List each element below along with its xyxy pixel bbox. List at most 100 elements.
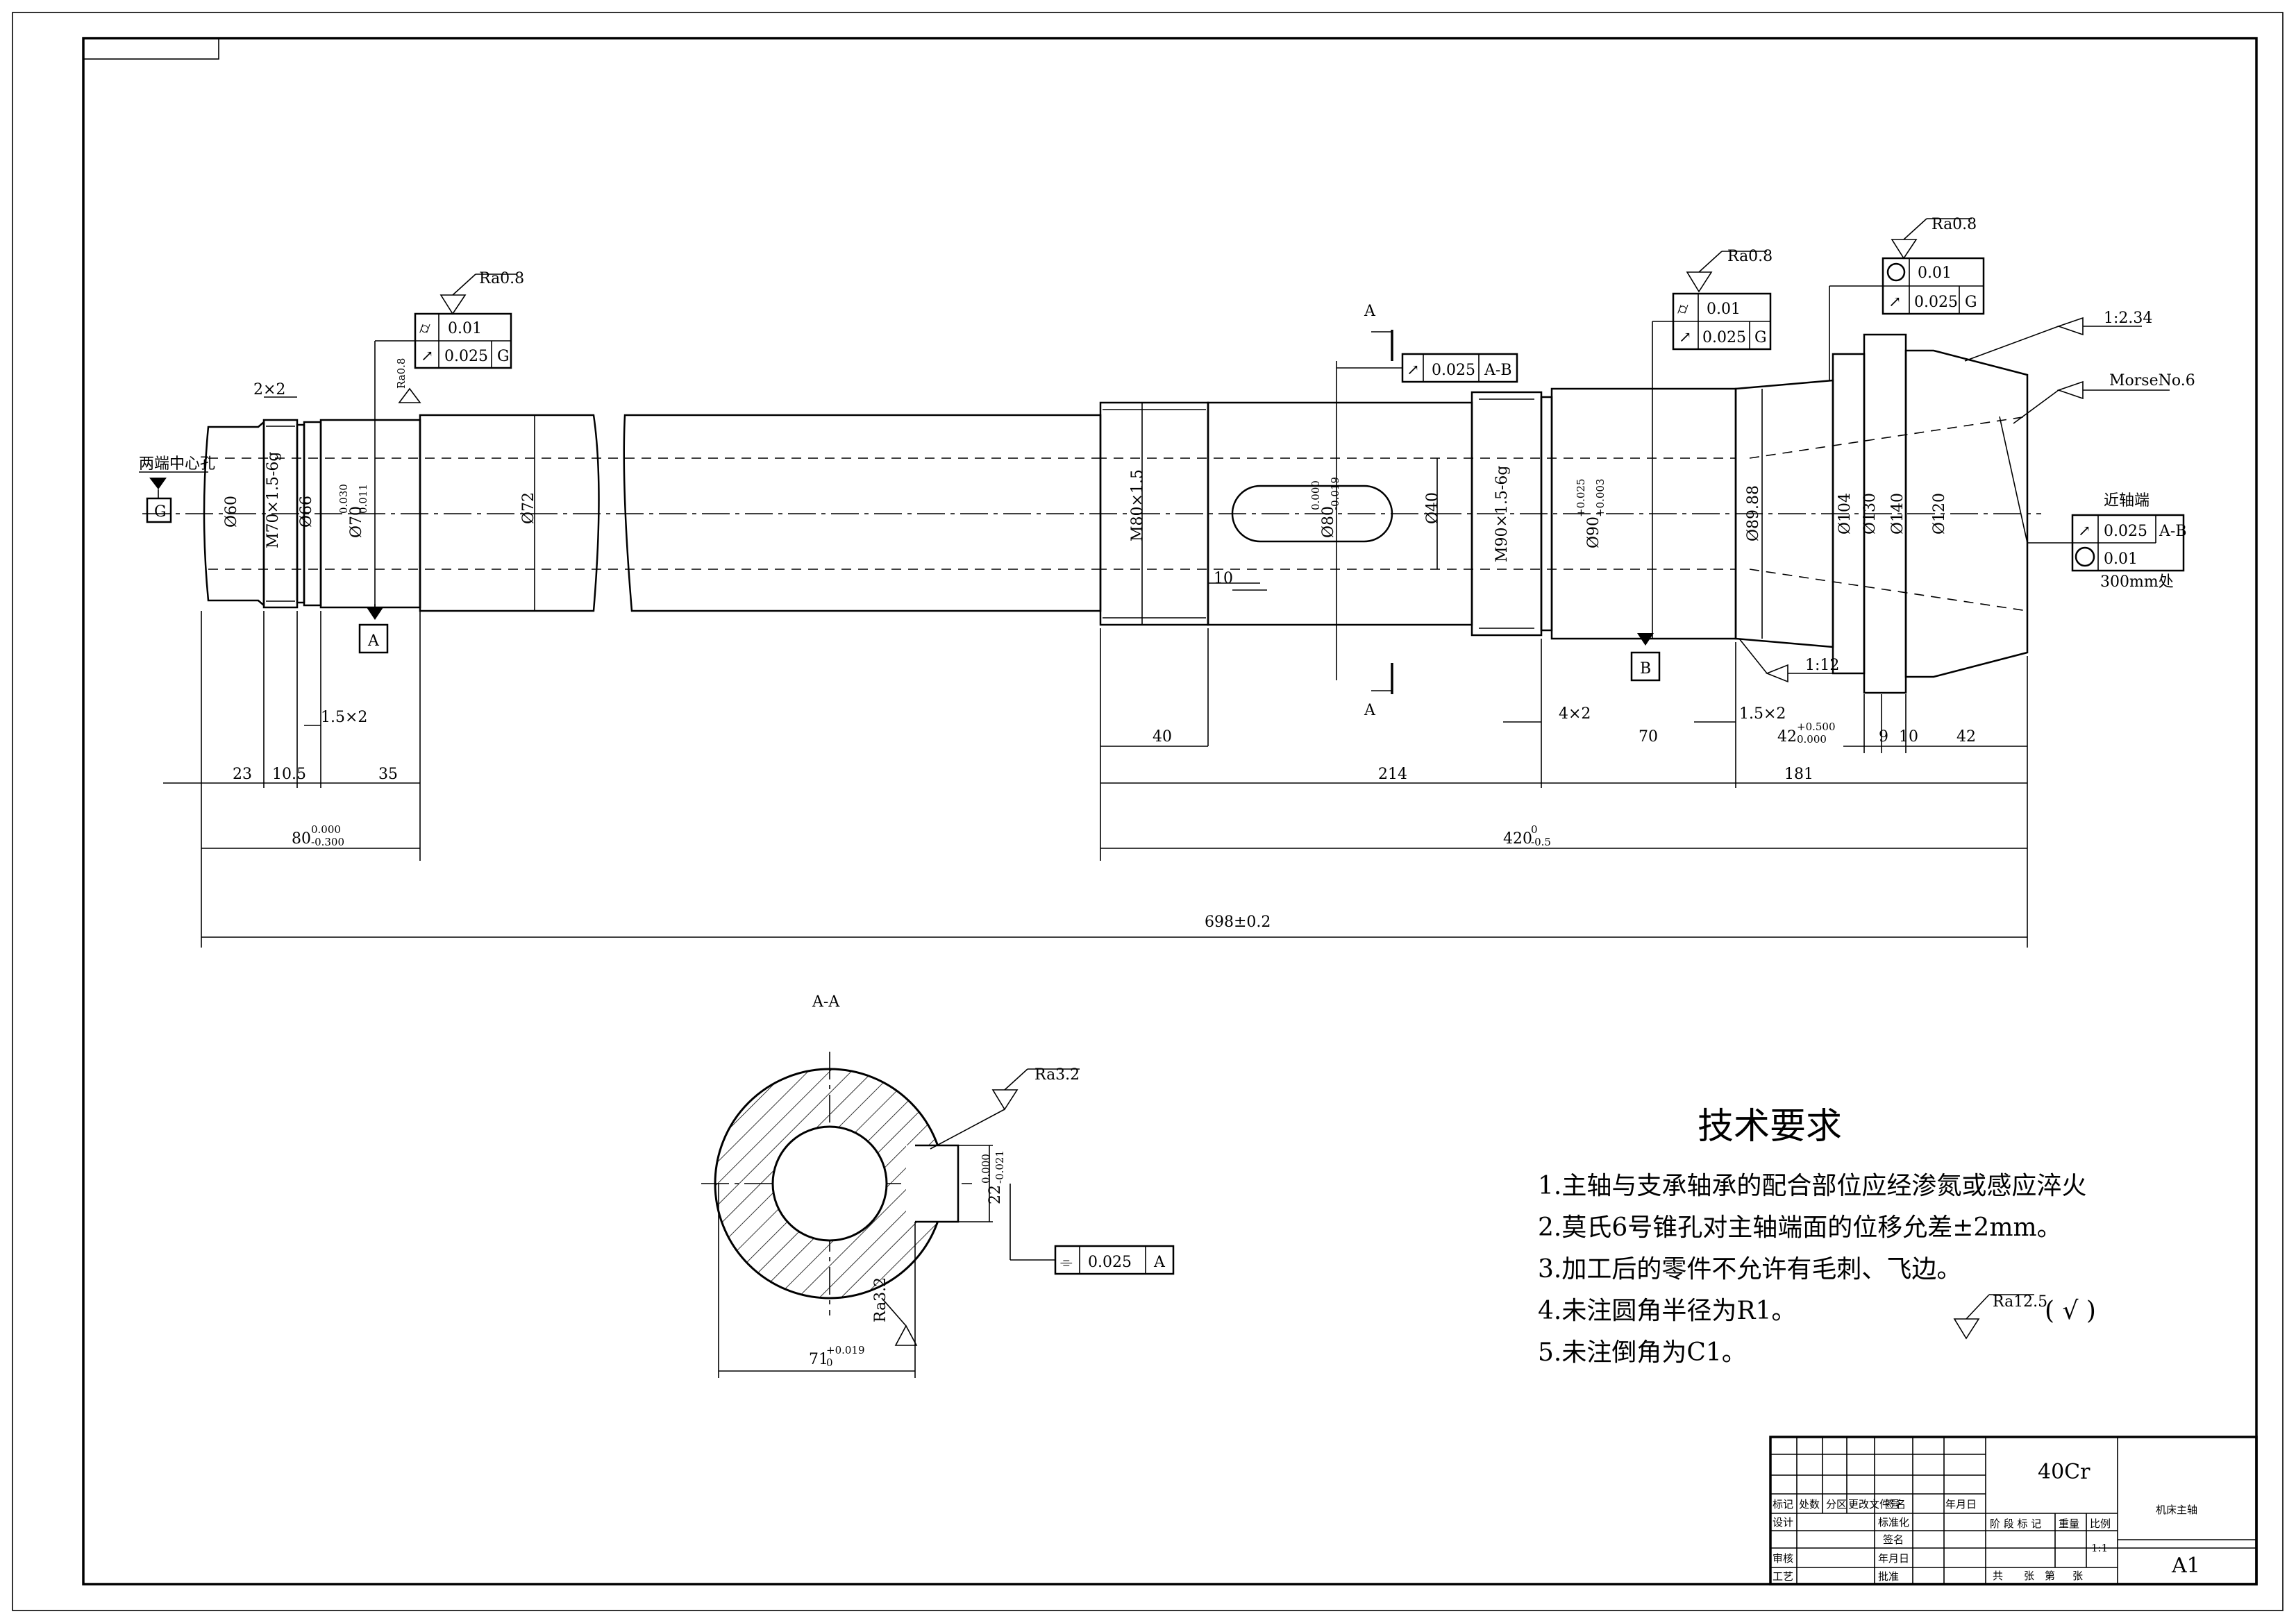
fcf-right-ra: Ra0.8 [1727, 248, 1773, 265]
roughness-leader [881, 1297, 907, 1327]
dim-35: 35 [378, 766, 398, 783]
datum-triangle [149, 478, 167, 489]
keyway-slot [1231, 485, 1393, 543]
label-d70-tol-lo: 0.011 [357, 484, 369, 514]
technical-requirements: 技术要求 1.主轴与支承轴承的配合部位应经渗氮或感应淬火 2.莫氏6号锥孔对主轴… [1538, 1106, 2096, 1367]
requirement-1: 1.主轴与支承轴承的配合部位应经渗氮或感应淬火 [1538, 1172, 2086, 1200]
requirement-2: 2.莫氏6号锥孔对主轴端面的位移允差±2mm。 [1538, 1213, 2062, 1242]
general-roughness: Ra12.5 [1993, 1293, 2047, 1311]
label-d80-tol-up: 0.000 [1309, 480, 1322, 510]
dim-70: 70 [1639, 728, 1658, 746]
fcf-right-datum: G [1754, 329, 1767, 346]
morse-label: MorseNo.6 [2109, 372, 2195, 389]
at-300-note: 300mm处 [2100, 573, 2174, 591]
diameter-labels: Ø60 M70×1.5-6g Ø66 Ø70 0.030 0.011 Ø72 M… [223, 452, 1948, 562]
requirement-5: 5.未注倒角为C1。 [1538, 1338, 1747, 1367]
label-d89: Ø89.88 [1745, 485, 1762, 541]
tb-material: 40Cr [2038, 1460, 2090, 1484]
keyway-dim: 22 [987, 1185, 1004, 1204]
morse-taper-bottom [1749, 569, 2028, 612]
fcf-top: Ra0.8 ↗ 0.01 0.025 G [1829, 216, 1985, 380]
section-ra-top: Ra3.2 [1034, 1066, 1080, 1084]
fcf-left: Ra0.8 ⌭ ↗ 0.01 0.025 G [374, 270, 524, 420]
title-block-frame [1769, 1436, 2258, 1586]
fcf-right: Ra0.8 ⌭ ↗ 0.01 0.025 G [1652, 248, 1773, 389]
tb-c-date: 年月日 [1878, 1552, 1909, 1565]
requirement-3: 3.加工后的零件不允许有毛刺、飞边。 [1538, 1255, 1961, 1284]
general-roughness-symbol [1953, 1318, 1980, 1340]
dim-23: 23 [233, 766, 252, 783]
dim-80-lo: -0.300 [311, 836, 344, 848]
tb-total: 共 [1993, 1570, 2003, 1582]
fcf-top-datum: G [1965, 294, 1977, 311]
label-d60: Ø60 [223, 496, 240, 528]
dim-42a-up: +0.500 [1797, 721, 1836, 733]
tb-sheet-size: A1 [2171, 1554, 2200, 1578]
fcf-end-val2: 0.01 [2104, 550, 2138, 568]
tb-r-approve: 批准 [1878, 1570, 1899, 1583]
morse-taper-top [1749, 416, 2028, 459]
label-m80: M80×1.5 [1129, 469, 1146, 541]
slot-10: 10 [1214, 570, 1233, 587]
fcf-left-datum: G [497, 348, 510, 365]
section-label: A-A [812, 993, 840, 1011]
tb-r-review: 审核 [1773, 1552, 1793, 1565]
datum-A-label: A [367, 632, 380, 650]
roughness-symbol [439, 294, 467, 315]
roughness-symbol [398, 387, 421, 403]
chamfer-1-5x2-left: 1.5×2 [321, 709, 367, 726]
fcf-left-val2: 0.025 [444, 348, 488, 365]
dim-42: 42 [1956, 728, 1976, 746]
dim-10: 10 [1899, 728, 1918, 746]
dim-42a-lo: 0.000 [1797, 733, 1827, 746]
dimension-texts: 40 9 10 42 70 42 +0.500 0.000 23 10.5 35… [233, 721, 1976, 931]
section-bore [771, 1125, 888, 1242]
datum-A: A [358, 604, 389, 654]
tb-h-zone: 分区 [1826, 1498, 1847, 1511]
keyway-tol-up: 0.000 [980, 1154, 992, 1184]
runout-icon: ↗ [2078, 523, 2090, 540]
label-d70-tol-up: 0.030 [337, 484, 350, 514]
sym-datum: A [1153, 1254, 1166, 1271]
chamfer-1-5x2-right: 1.5×2 [1739, 705, 1786, 723]
label-d140: Ø140 [1889, 493, 1907, 535]
fcf-mid: ↗ 0.025 A-B [1336, 353, 1518, 383]
general-roughness-leader [1966, 1294, 1990, 1320]
section-cut-marks: A A [1364, 303, 1393, 719]
tb-sheet-a: 张 [2024, 1570, 2034, 1582]
roughness-symbol [991, 1089, 1019, 1111]
tb-r-design: 设计 [1773, 1516, 1793, 1529]
fcf-end: ↗ 0.025 A-B 0.01 近轴端 300mm处 [1999, 416, 2187, 591]
near-end-note: 近轴端 [2104, 492, 2150, 510]
keyway-tol-lo: -0.021 [994, 1150, 1006, 1184]
runout-icon: ↗ [1407, 362, 1419, 379]
label-d90-tol-lo: +0.003 [1594, 478, 1607, 517]
taper-notes: 1:2.34 MorseNo.6 1:12 [1738, 310, 2195, 683]
runout-icon: ↗ [1888, 294, 1901, 311]
label-d120: Ø120 [1931, 493, 1948, 535]
fcf-left-val1: 0.01 [448, 320, 482, 337]
fcf-top-ra: Ra0.8 [1932, 216, 1977, 233]
bore-tol-up: +0.019 [826, 1344, 865, 1356]
cylindricity-icon: ⌭ [419, 320, 430, 337]
dim-80: 80 [292, 830, 311, 848]
dim-420: 420 [1503, 830, 1532, 848]
roundness-icon [1886, 262, 1906, 282]
dim-40: 40 [1153, 728, 1172, 746]
fcf-end-val1: 0.025 [2104, 523, 2147, 540]
corner-box [83, 37, 219, 60]
step-d120 [1904, 349, 2029, 678]
datum-B: B [1630, 633, 1661, 682]
label-d70: Ø70 [348, 506, 365, 538]
roughness-pointer [930, 1109, 1005, 1150]
dim-420-up: 0 [1531, 823, 1538, 836]
bore-dim: 71 [809, 1351, 828, 1368]
dim-420-lo: -0.5 [1531, 836, 1551, 848]
general-roughness-paren: ( √ ) [2045, 1297, 2096, 1325]
tb-h-docno: 更改文件号 [1848, 1498, 1900, 1511]
morse-leader [2013, 389, 2059, 424]
chamfer-notes: 2×2 1.5×2 10 4×2 1.5×2 [253, 381, 1786, 726]
datum-box [146, 497, 172, 523]
fcf-mid-datum: A-B [1484, 362, 1512, 379]
cut-label-top: A [1364, 303, 1376, 320]
